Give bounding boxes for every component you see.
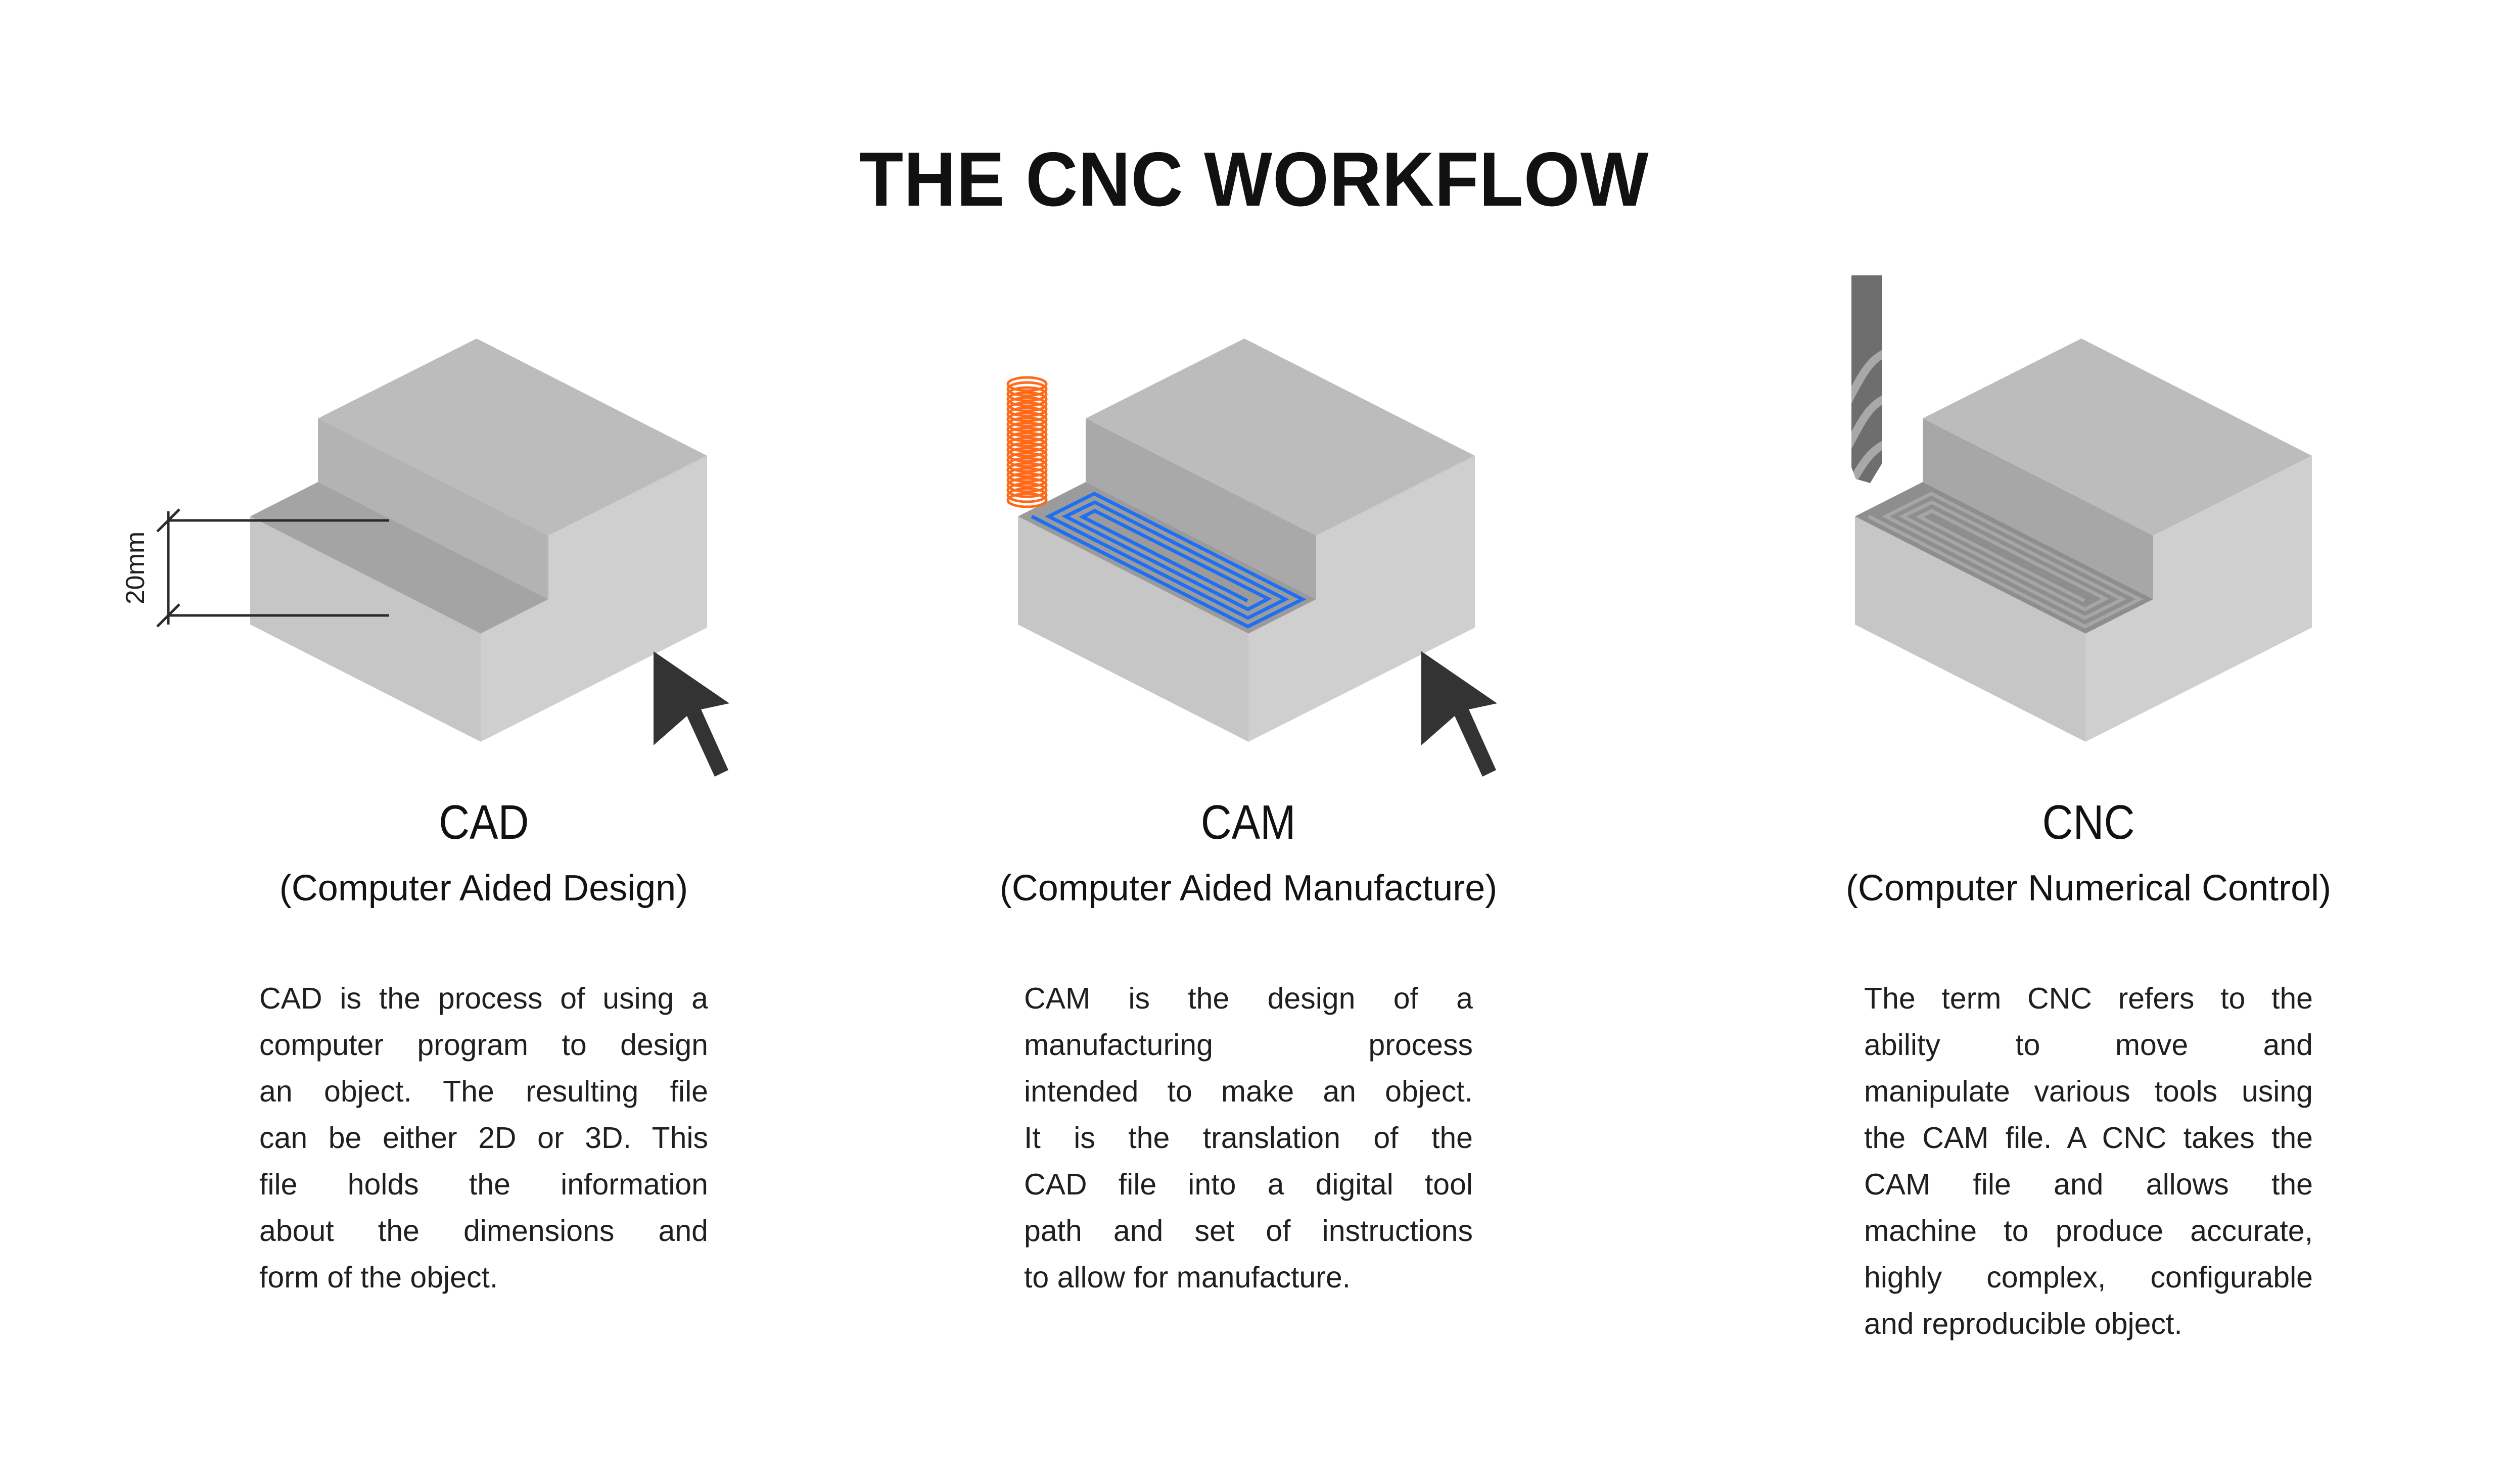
page-title: THE CNC WORKFLOW	[859, 136, 1649, 222]
cnc-step-block	[1855, 339, 2312, 742]
cam-step-block	[1018, 339, 1475, 742]
section-cam: CAM (Computer Aided Manufacture) CAM is …	[996, 798, 1501, 1301]
dimension-label: 20mm	[121, 532, 150, 604]
cad-acronym-label: CAD	[438, 795, 529, 849]
section-cad: CAD (Computer Aided Design) CAD is the p…	[231, 798, 736, 1301]
mill-coil-icon	[1008, 377, 1046, 507]
cam-acronym-label: CAM	[1201, 795, 1296, 849]
cnc-toolpath-spiral-icon	[1868, 492, 2144, 629]
dimension-annotation	[156, 508, 389, 628]
section-cnc: CNC (Computer Numerical Control) The ter…	[1836, 798, 2341, 1347]
drill-bit-icon	[1851, 275, 1882, 483]
cnc-fullname-label: (Computer Numerical Control)	[1845, 868, 2332, 908]
cam-cursor-icon	[1421, 651, 1497, 777]
cad-fullname-label: (Computer Aided Design)	[279, 868, 688, 908]
cam-toolpath-spiral-icon	[1031, 492, 1307, 629]
cam-fullname-label: (Computer Aided Manufacture)	[999, 868, 1498, 908]
cad-cursor-icon	[654, 651, 729, 777]
cnc-acronym-label: CNC	[2042, 795, 2135, 849]
cad-step-block	[250, 339, 707, 742]
